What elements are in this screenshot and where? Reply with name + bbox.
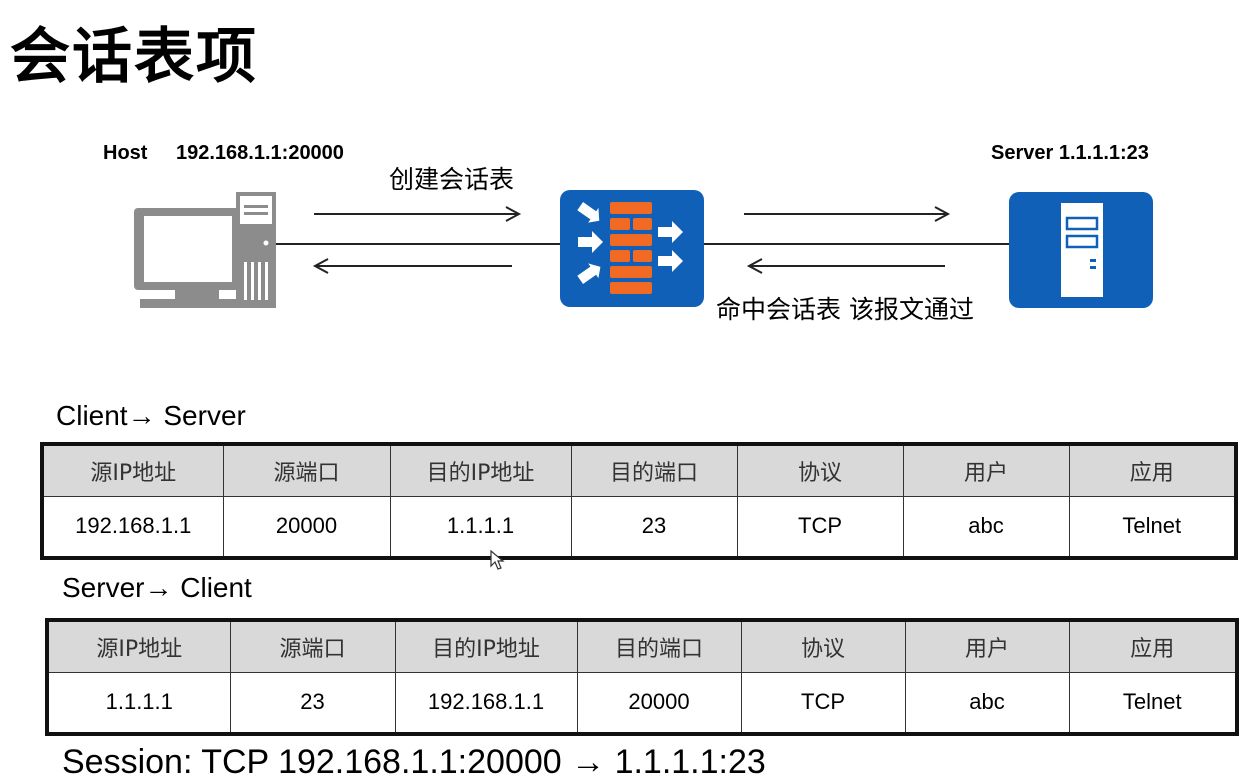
header-cell: 应用	[1068, 619, 1238, 673]
header-cell: 目的IP地址	[394, 619, 578, 673]
return-arrow-right	[746, 258, 945, 274]
return-arrow-left	[312, 258, 512, 274]
table-cell: abc	[904, 671, 1070, 735]
table-cell: 23	[229, 671, 396, 735]
session-summary: Session: TCP 192.168.1.1:20000 → 1.1.1.1…	[62, 743, 766, 781]
table-header-row: 源IP地址 源端口 目的IP地址 目的端口 协议 用户 应用	[41, 443, 1237, 497]
server-icon	[1009, 192, 1153, 308]
header-cell: 目的端口	[576, 619, 742, 673]
table-cell: 23	[570, 495, 738, 559]
create-session-text: 创建会话表	[389, 165, 515, 194]
table-cell: abc	[902, 495, 1070, 559]
header-cell: 源端口	[229, 619, 396, 673]
header-cell: 目的端口	[570, 443, 738, 497]
header-cell: 目的IP地址	[389, 443, 572, 497]
hit-session-text: 命中会话表 该报文通过	[716, 295, 974, 324]
mouse-cursor-icon	[490, 550, 505, 570]
table-cell: Telnet	[1068, 495, 1237, 559]
firewall-icon	[560, 190, 704, 307]
table-cell: 192.168.1.1	[394, 671, 578, 735]
header-cell: 源端口	[222, 443, 391, 497]
computer-icon	[134, 192, 276, 308]
server-to-client-table: 源IP地址 源端口 目的IP地址 目的端口 协议 用户 应用 1.1.1.1 2…	[45, 618, 1239, 736]
table-row: 192.168.1.1 20000 1.1.1.1 23 TCP abc Tel…	[41, 495, 1237, 559]
header-cell: 源IP地址	[46, 619, 231, 673]
table-cell: TCP	[740, 671, 906, 735]
server-label: Server 1.1.1.1:23	[991, 142, 1149, 164]
header-cell: 用户	[902, 443, 1070, 497]
table-cell: 20000	[576, 671, 742, 735]
table-cell: 192.168.1.1	[41, 495, 224, 559]
client-to-server-caption: Client→ Server	[56, 400, 246, 431]
host-address: 192.168.1.1:20000	[176, 142, 344, 164]
session-diagram	[134, 190, 1153, 308]
table-row: 1.1.1.1 23 192.168.1.1 20000 TCP abc Tel…	[46, 671, 1238, 735]
server-to-client-caption: Server→ Client	[62, 572, 252, 603]
table-cell: TCP	[736, 495, 904, 559]
table-cell: 20000	[222, 495, 391, 559]
page-title: 会话表项	[10, 22, 258, 92]
header-cell: 源IP地址	[41, 443, 224, 497]
client-to-server-table: 源IP地址 源端口 目的IP地址 目的端口 协议 用户 应用 192.168.1…	[40, 442, 1238, 560]
forward-arrow-left	[314, 206, 522, 222]
host-label: Host	[103, 142, 148, 164]
table-cell: 1.1.1.1	[389, 495, 572, 559]
header-cell: 协议	[736, 443, 904, 497]
header-cell: 协议	[740, 619, 906, 673]
table-cell: Telnet	[1068, 671, 1238, 735]
header-cell: 应用	[1068, 443, 1237, 497]
forward-arrow-right	[744, 206, 951, 222]
table-header-row: 源IP地址 源端口 目的IP地址 目的端口 协议 用户 应用	[46, 619, 1238, 673]
table-cell: 1.1.1.1	[46, 671, 231, 735]
header-cell: 用户	[904, 619, 1070, 673]
